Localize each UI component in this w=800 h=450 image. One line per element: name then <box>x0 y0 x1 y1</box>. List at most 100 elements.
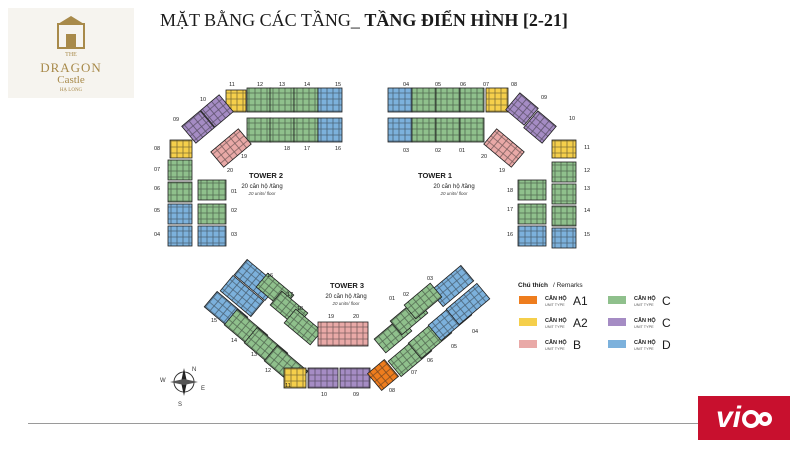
tower1-unit-block <box>387 117 413 143</box>
tower1-unit-block <box>435 87 461 113</box>
tower1-unit-block <box>411 117 437 143</box>
tower1-unit-label: 14 <box>584 208 590 214</box>
tower2-unit-block <box>317 117 343 143</box>
tower2-name: TOWER 2 <box>249 171 283 180</box>
legend-swatch <box>519 318 537 326</box>
tower2-unit-label: 04 <box>154 232 160 238</box>
tower1-unit-label: 03 <box>403 148 409 154</box>
tower1-unit-block <box>459 117 485 143</box>
tower1-unit-block <box>551 227 577 249</box>
tower3-unit-label: 19 <box>328 314 334 320</box>
tower2-unit-label: 12 <box>257 82 263 88</box>
tower1-unit-label: 15 <box>584 232 590 238</box>
tower3-unit-label: 05 <box>451 344 457 350</box>
tower1-unit-label: 20 <box>481 154 487 160</box>
tower2-unit-label: 17 <box>304 146 310 152</box>
tower1-unit-label: 08 <box>511 82 517 88</box>
tower3-unit-label: 20 <box>353 314 359 320</box>
tower3-unit-label: 08 <box>389 388 395 394</box>
tower3-unit-block <box>403 282 443 320</box>
tower1-unit-label: 18 <box>507 188 513 194</box>
logo-name-2: Castle <box>57 74 85 86</box>
title-emphasis: TẦNG ĐIỂN HÌNH [2-21] <box>364 10 568 30</box>
tower1-unit-block <box>551 205 577 227</box>
unit-blocks <box>167 87 577 392</box>
tower2-unit-label: 15 <box>335 82 341 88</box>
legend-label-en: UNIT TYPE <box>634 303 654 307</box>
legend-swatch <box>608 340 626 348</box>
tower3-unit-label: 14 <box>231 338 237 344</box>
tower1-unit-label: 13 <box>584 186 590 192</box>
tower1-unit-label: 10 <box>569 116 575 122</box>
unit-labels: 12 13 14 15 18 17 16 11 10 09 08 07 06 05 04 01 02 03 19 20… <box>154 82 590 398</box>
tower1-unit-block <box>517 203 547 225</box>
tower2-unit-block <box>269 117 295 143</box>
tower2-units-en: 20 units/ floor <box>247 191 276 196</box>
legend-type: B <box>573 338 581 352</box>
logo-the: THE <box>65 52 77 58</box>
tower2-unit-label: 20 <box>227 168 233 174</box>
legend-type: C <box>662 316 671 330</box>
tower1-unit-block <box>483 128 525 168</box>
tower2-unit-block <box>293 87 319 113</box>
tower2-unit-label: 09 <box>173 117 179 123</box>
tower1-unit-label: 19 <box>499 168 505 174</box>
tower1-unit-label: 05 <box>435 82 441 88</box>
tower3-unit-label: 04 <box>472 329 478 335</box>
legend-label-en: UNIT TYPE <box>545 347 565 351</box>
tower3-unit-block <box>339 367 371 389</box>
tower2-unit-block <box>269 87 295 113</box>
tower1-unit-label: 07 <box>483 82 489 88</box>
tower2-unit-label: 10 <box>200 97 206 103</box>
tower2-unit-label: 07 <box>154 167 160 173</box>
legend-type: C <box>662 294 671 308</box>
tower3-unit-label: 16 <box>267 273 273 279</box>
tower1-unit-block <box>459 87 485 113</box>
tower1-name: TOWER 1 <box>418 171 452 180</box>
tower2-unit-block <box>246 117 272 143</box>
legend-label-en: UNIT TYPE <box>634 325 654 329</box>
tower3-unit-block <box>445 282 491 326</box>
tower2-unit-block <box>167 225 193 247</box>
tower3-unit-block <box>219 274 265 318</box>
legend-label-en: UNIT TYPE <box>634 347 654 351</box>
tower2-unit-block <box>197 203 227 225</box>
tower3-unit-label: 09 <box>353 392 359 398</box>
tower2-unit-label: 14 <box>304 82 310 88</box>
tower3-unit-block <box>307 367 339 389</box>
legend-type: D <box>662 338 671 352</box>
compass-e: E <box>201 386 205 392</box>
tower3-unit-label: 18 <box>297 306 303 312</box>
legend-label-vi: CĂN HỘ <box>545 338 567 346</box>
vico-logo: vi <box>698 396 790 440</box>
legend-swatch <box>519 296 537 304</box>
legend-label-vi: CĂN HỘ <box>545 294 567 302</box>
tower3-unit-label: 07 <box>411 370 417 376</box>
tower1-units-en: 20 units/ floor <box>439 191 468 196</box>
legend-swatch <box>608 318 626 326</box>
tower1-unit-block <box>551 161 577 183</box>
tower1-unit-label: 04 <box>403 82 409 88</box>
tower2-unit-label: 03 <box>231 232 237 238</box>
tower3-unit-label: 06 <box>427 358 433 364</box>
tower1-unit-block <box>485 87 509 113</box>
legend-swatch <box>608 296 626 304</box>
tower2-unit-label: 01 <box>231 189 237 195</box>
tower1-unit-block <box>523 110 557 144</box>
tower1-units-vi: 20 căn hộ /tầng <box>433 184 474 190</box>
tower2-unit-label: 11 <box>229 82 235 88</box>
tower2-unit-label: 06 <box>154 186 160 192</box>
tower1-unit-block <box>505 92 539 126</box>
footer-divider <box>28 423 700 424</box>
tower3-unit-label: 03 <box>427 276 433 282</box>
tower1-unit-label: 01 <box>459 148 465 154</box>
tower3-unit-label: 01 <box>389 296 395 302</box>
legend-label-en: UNIT TYPE <box>545 325 565 329</box>
compass-w: W <box>160 378 166 384</box>
tower3-unit-label: 02 <box>403 292 409 298</box>
tower1-unit-label: 11 <box>584 145 590 151</box>
castle-emblem-icon <box>57 16 85 49</box>
tower3-unit-label: 10 <box>321 392 327 398</box>
legend-label-vi: CĂN HỘ <box>545 316 567 324</box>
